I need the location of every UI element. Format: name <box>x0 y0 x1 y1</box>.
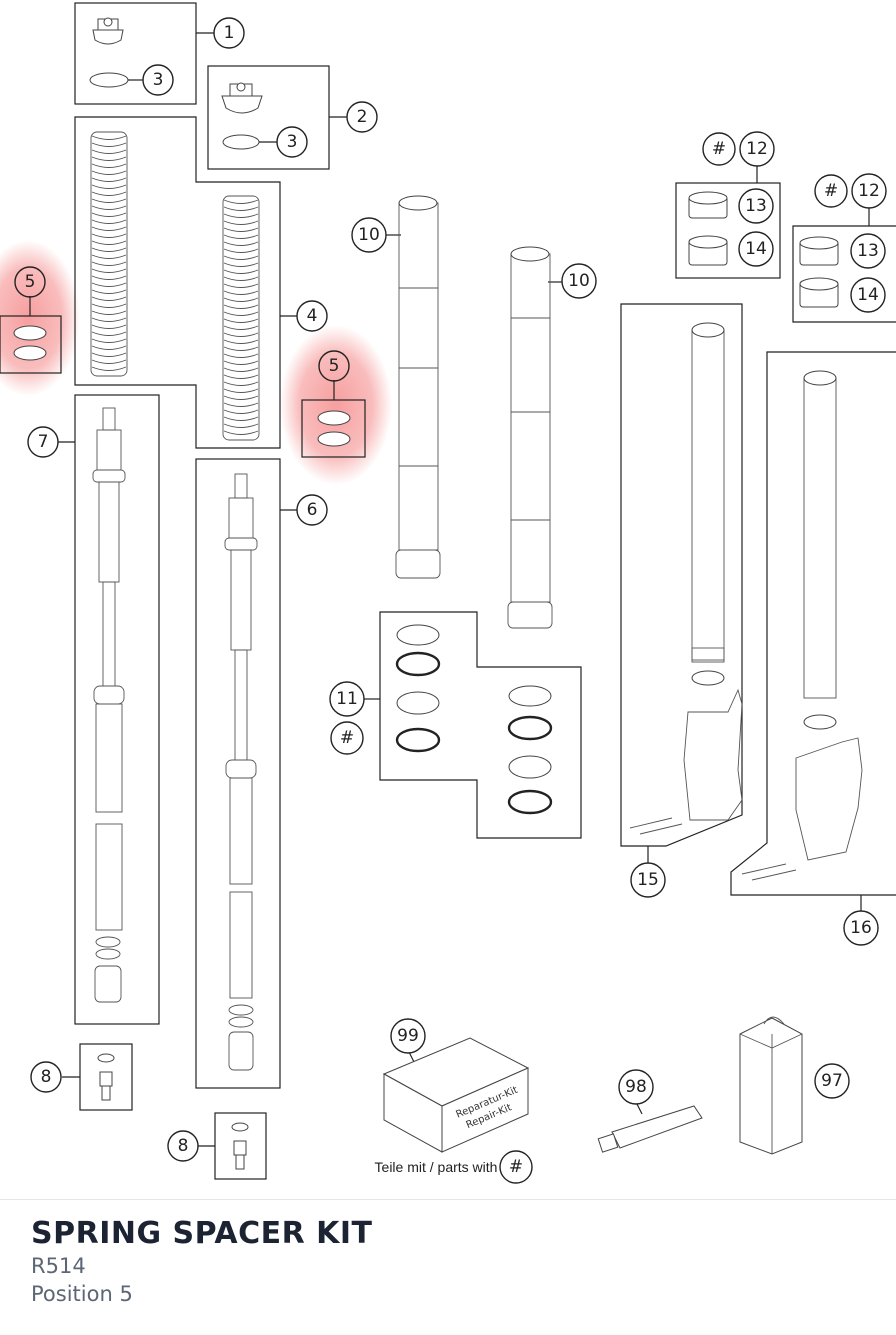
group-11-seal-kit <box>364 611 582 839</box>
svg-text:13: 13 <box>745 196 767 216</box>
parts-with-label: Teile mit / parts with <box>375 1159 498 1175</box>
svg-text:#: # <box>824 181 838 201</box>
group-6-damper-cartridge <box>195 458 297 1089</box>
callout-8[interactable]: 8 <box>30 1061 62 1093</box>
svg-text:#: # <box>509 1157 523 1177</box>
svg-text:5: 5 <box>25 272 36 292</box>
svg-text:11: 11 <box>336 689 358 709</box>
callout-12[interactable]: 12 <box>739 131 775 167</box>
svg-text:5: 5 <box>329 356 340 376</box>
svg-text:8: 8 <box>178 1136 189 1156</box>
callout-11[interactable]: 11 <box>329 681 365 717</box>
svg-text:13: 13 <box>857 241 879 261</box>
callout-3[interactable]: 3 <box>142 64 174 96</box>
callout-5-left[interactable]: 5 <box>14 266 46 298</box>
callout-98[interactable]: 98 <box>618 1069 654 1105</box>
group-7-damper-cartridge <box>58 394 160 1025</box>
svg-text:3: 3 <box>153 70 164 90</box>
svg-text:16: 16 <box>850 918 872 938</box>
group-2-fork-cap <box>207 65 347 170</box>
group-12-bushings-b <box>792 208 896 323</box>
exploded-parts-diagram: Reparatur-Kit Repair-Kit Teile mit / par… <box>0 2 896 1184</box>
callout-10[interactable]: 10 <box>351 217 387 253</box>
part-title: SPRING SPACER KIT <box>31 1216 373 1251</box>
highlight-position-5-right[interactable] <box>280 325 392 485</box>
group-1-fork-cap <box>74 2 214 105</box>
svg-text:#: # <box>340 728 354 748</box>
svg-text:98: 98 <box>625 1077 647 1097</box>
svg-text:8: 8 <box>41 1067 52 1087</box>
callout-13[interactable]: 13 <box>738 188 774 224</box>
group-15-outer-tube <box>620 303 743 863</box>
callout-11-hash[interactable]: # <box>330 721 364 755</box>
group-16-outer-tube <box>730 351 896 912</box>
svg-text:3: 3 <box>287 132 298 152</box>
group-10-inner-tube-left <box>386 195 441 579</box>
group-99-repair-kit-box: Reparatur-Kit Repair-Kit Teile mit / par… <box>375 1037 530 1175</box>
callout-14[interactable]: 14 <box>850 277 886 313</box>
svg-text:2: 2 <box>357 107 368 127</box>
group-10-inner-tube-right <box>507 246 563 629</box>
callout-97[interactable]: 97 <box>814 1063 850 1099</box>
svg-text:10: 10 <box>568 271 590 291</box>
svg-text:7: 7 <box>38 432 49 452</box>
callout-3[interactable]: 3 <box>276 126 308 158</box>
svg-text:14: 14 <box>857 285 879 305</box>
callout-15[interactable]: 15 <box>630 862 666 898</box>
callout-12-hash[interactable]: # <box>814 174 848 208</box>
group-8-screw-right <box>198 1112 267 1180</box>
group-12-bushings-a <box>675 166 781 279</box>
svg-text:12: 12 <box>858 181 880 201</box>
callout-16[interactable]: 16 <box>843 910 879 946</box>
group-98-grease-tube <box>597 1101 703 1153</box>
callout-1[interactable]: 1 <box>213 17 245 49</box>
part-position: Position 5 <box>31 1282 133 1306</box>
part-code: R514 <box>31 1254 86 1278</box>
callout-14[interactable]: 14 <box>738 231 774 267</box>
group-5-spring-spacers-right <box>301 380 366 458</box>
svg-text:12: 12 <box>746 139 768 159</box>
svg-text:4: 4 <box>307 306 318 326</box>
group-97-oil-can <box>739 1016 803 1155</box>
callout-6[interactable]: 6 <box>296 494 328 526</box>
callout-10[interactable]: 10 <box>561 263 597 299</box>
svg-text:#: # <box>712 139 726 159</box>
group-4-springs <box>74 116 297 449</box>
svg-text:14: 14 <box>745 239 767 259</box>
part-info-panel: SPRING SPACER KIT R514 Position 5 <box>31 1216 373 1308</box>
callout-4[interactable]: 4 <box>296 300 328 332</box>
svg-text:1: 1 <box>224 23 235 43</box>
svg-text:15: 15 <box>637 870 659 890</box>
callout-13[interactable]: 13 <box>850 233 886 269</box>
callout-99[interactable]: 99 <box>390 1018 426 1054</box>
svg-text:97: 97 <box>821 1071 843 1091</box>
callout-2[interactable]: 2 <box>346 101 378 133</box>
group-5-spring-spacers-left <box>0 296 62 374</box>
callout-7[interactable]: 7 <box>27 426 59 458</box>
group-8-screw-left <box>62 1043 133 1111</box>
callout-5-right[interactable]: 5 <box>318 350 350 382</box>
callout-12-hash[interactable]: # <box>702 132 736 166</box>
callout-8[interactable]: 8 <box>167 1130 199 1162</box>
svg-text:6: 6 <box>307 500 318 520</box>
svg-text:10: 10 <box>358 225 380 245</box>
svg-text:99: 99 <box>397 1026 419 1046</box>
callout-parts-with-hash[interactable]: # <box>499 1150 533 1184</box>
footer-divider <box>0 1199 896 1200</box>
callout-12[interactable]: 12 <box>851 173 887 209</box>
